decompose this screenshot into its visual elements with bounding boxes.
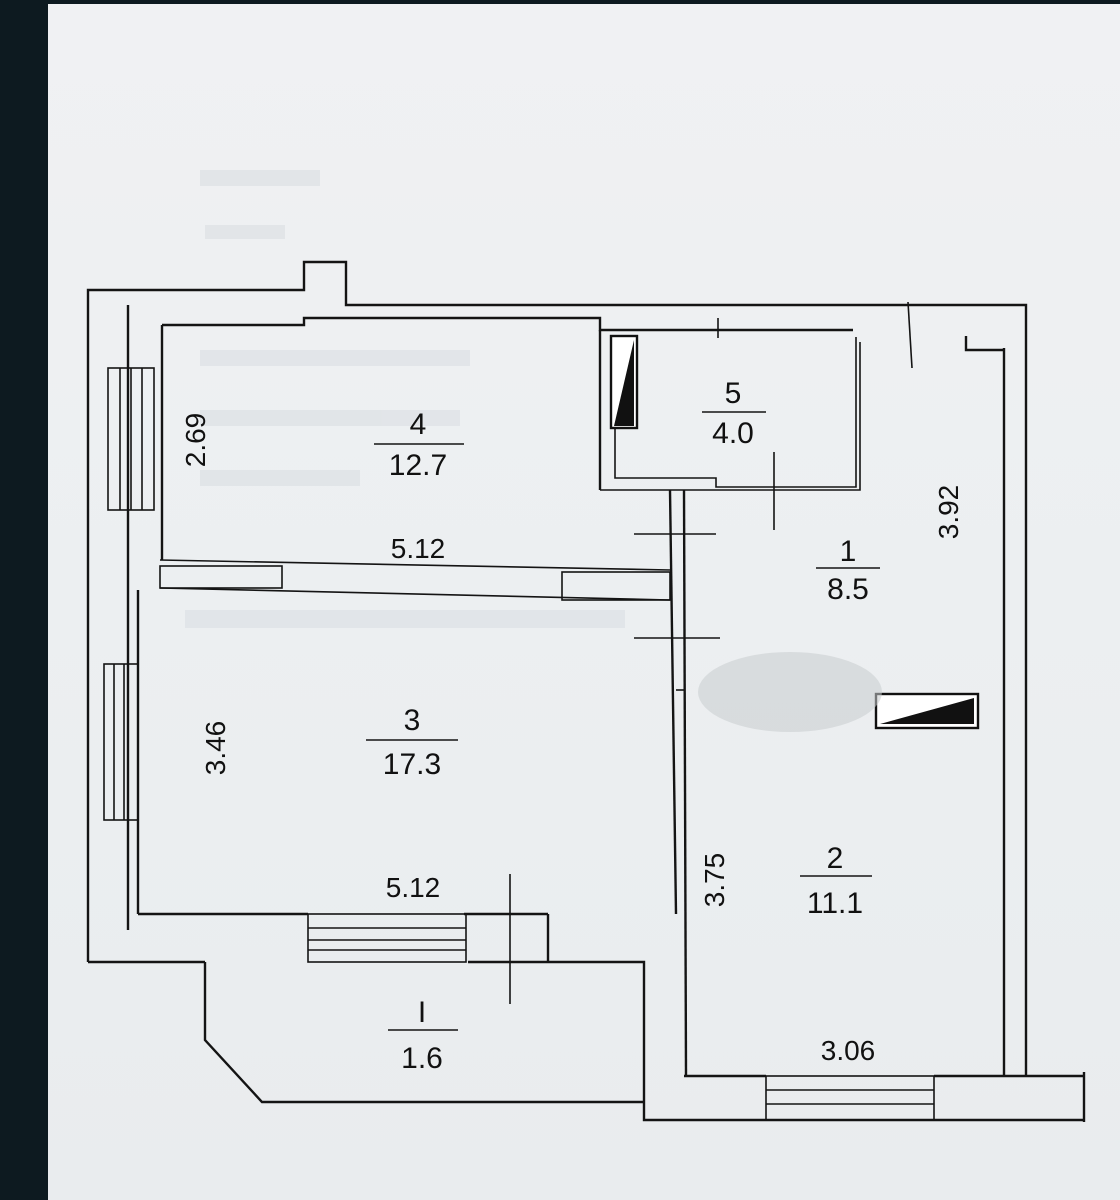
room-5-label: 5 4.0 bbox=[702, 377, 766, 450]
window-left-top bbox=[107, 367, 155, 511]
redaction-smudge bbox=[698, 652, 882, 732]
plan-sheet bbox=[48, 4, 1120, 1200]
svg-text:8.5: 8.5 bbox=[827, 573, 869, 606]
svg-text:4.0: 4.0 bbox=[712, 417, 754, 450]
background-ghost-table bbox=[185, 170, 625, 628]
dim-room3-height: 3.46 bbox=[200, 721, 231, 776]
svg-text:5: 5 bbox=[725, 377, 742, 410]
svg-text:17.3: 17.3 bbox=[383, 748, 441, 781]
window-left-bottom bbox=[103, 663, 139, 821]
dim-room2-width: 3.06 bbox=[821, 1035, 876, 1066]
dim-room4-width: 5.12 bbox=[391, 533, 446, 564]
dim-room3-width: 5.12 bbox=[386, 872, 441, 903]
room-3-label: 3 17.3 bbox=[366, 704, 458, 781]
dim-room4-height: 2.69 bbox=[180, 413, 211, 468]
window-bottom-room2 bbox=[765, 1075, 935, 1121]
balcony-label: I 1.6 bbox=[388, 996, 458, 1075]
room-1-label: 1 8.5 bbox=[816, 535, 880, 606]
ventilation-shaft-icon bbox=[609, 334, 639, 430]
dim-room2-height: 3.75 bbox=[699, 853, 730, 908]
svg-text:I: I bbox=[418, 996, 426, 1029]
room-2-label: 2 11.1 bbox=[800, 842, 872, 920]
svg-text:2: 2 bbox=[827, 842, 844, 875]
window-bottom-room3 bbox=[307, 913, 467, 963]
dim-room1-height: 3.92 bbox=[933, 485, 964, 540]
interior-walls bbox=[136, 337, 861, 1104]
door-marks bbox=[509, 301, 913, 1004]
svg-text:3: 3 bbox=[404, 704, 421, 737]
svg-text:12.7: 12.7 bbox=[389, 449, 447, 482]
svg-text:4: 4 bbox=[410, 408, 427, 441]
svg-text:11.1: 11.1 bbox=[807, 887, 863, 920]
svg-text:1: 1 bbox=[840, 535, 857, 568]
ventilation-shaft-icon bbox=[874, 692, 980, 730]
room-4-label: 4 12.7 bbox=[374, 408, 464, 482]
svg-text:1.6: 1.6 bbox=[401, 1042, 443, 1075]
outer-walls bbox=[86, 260, 1086, 1122]
